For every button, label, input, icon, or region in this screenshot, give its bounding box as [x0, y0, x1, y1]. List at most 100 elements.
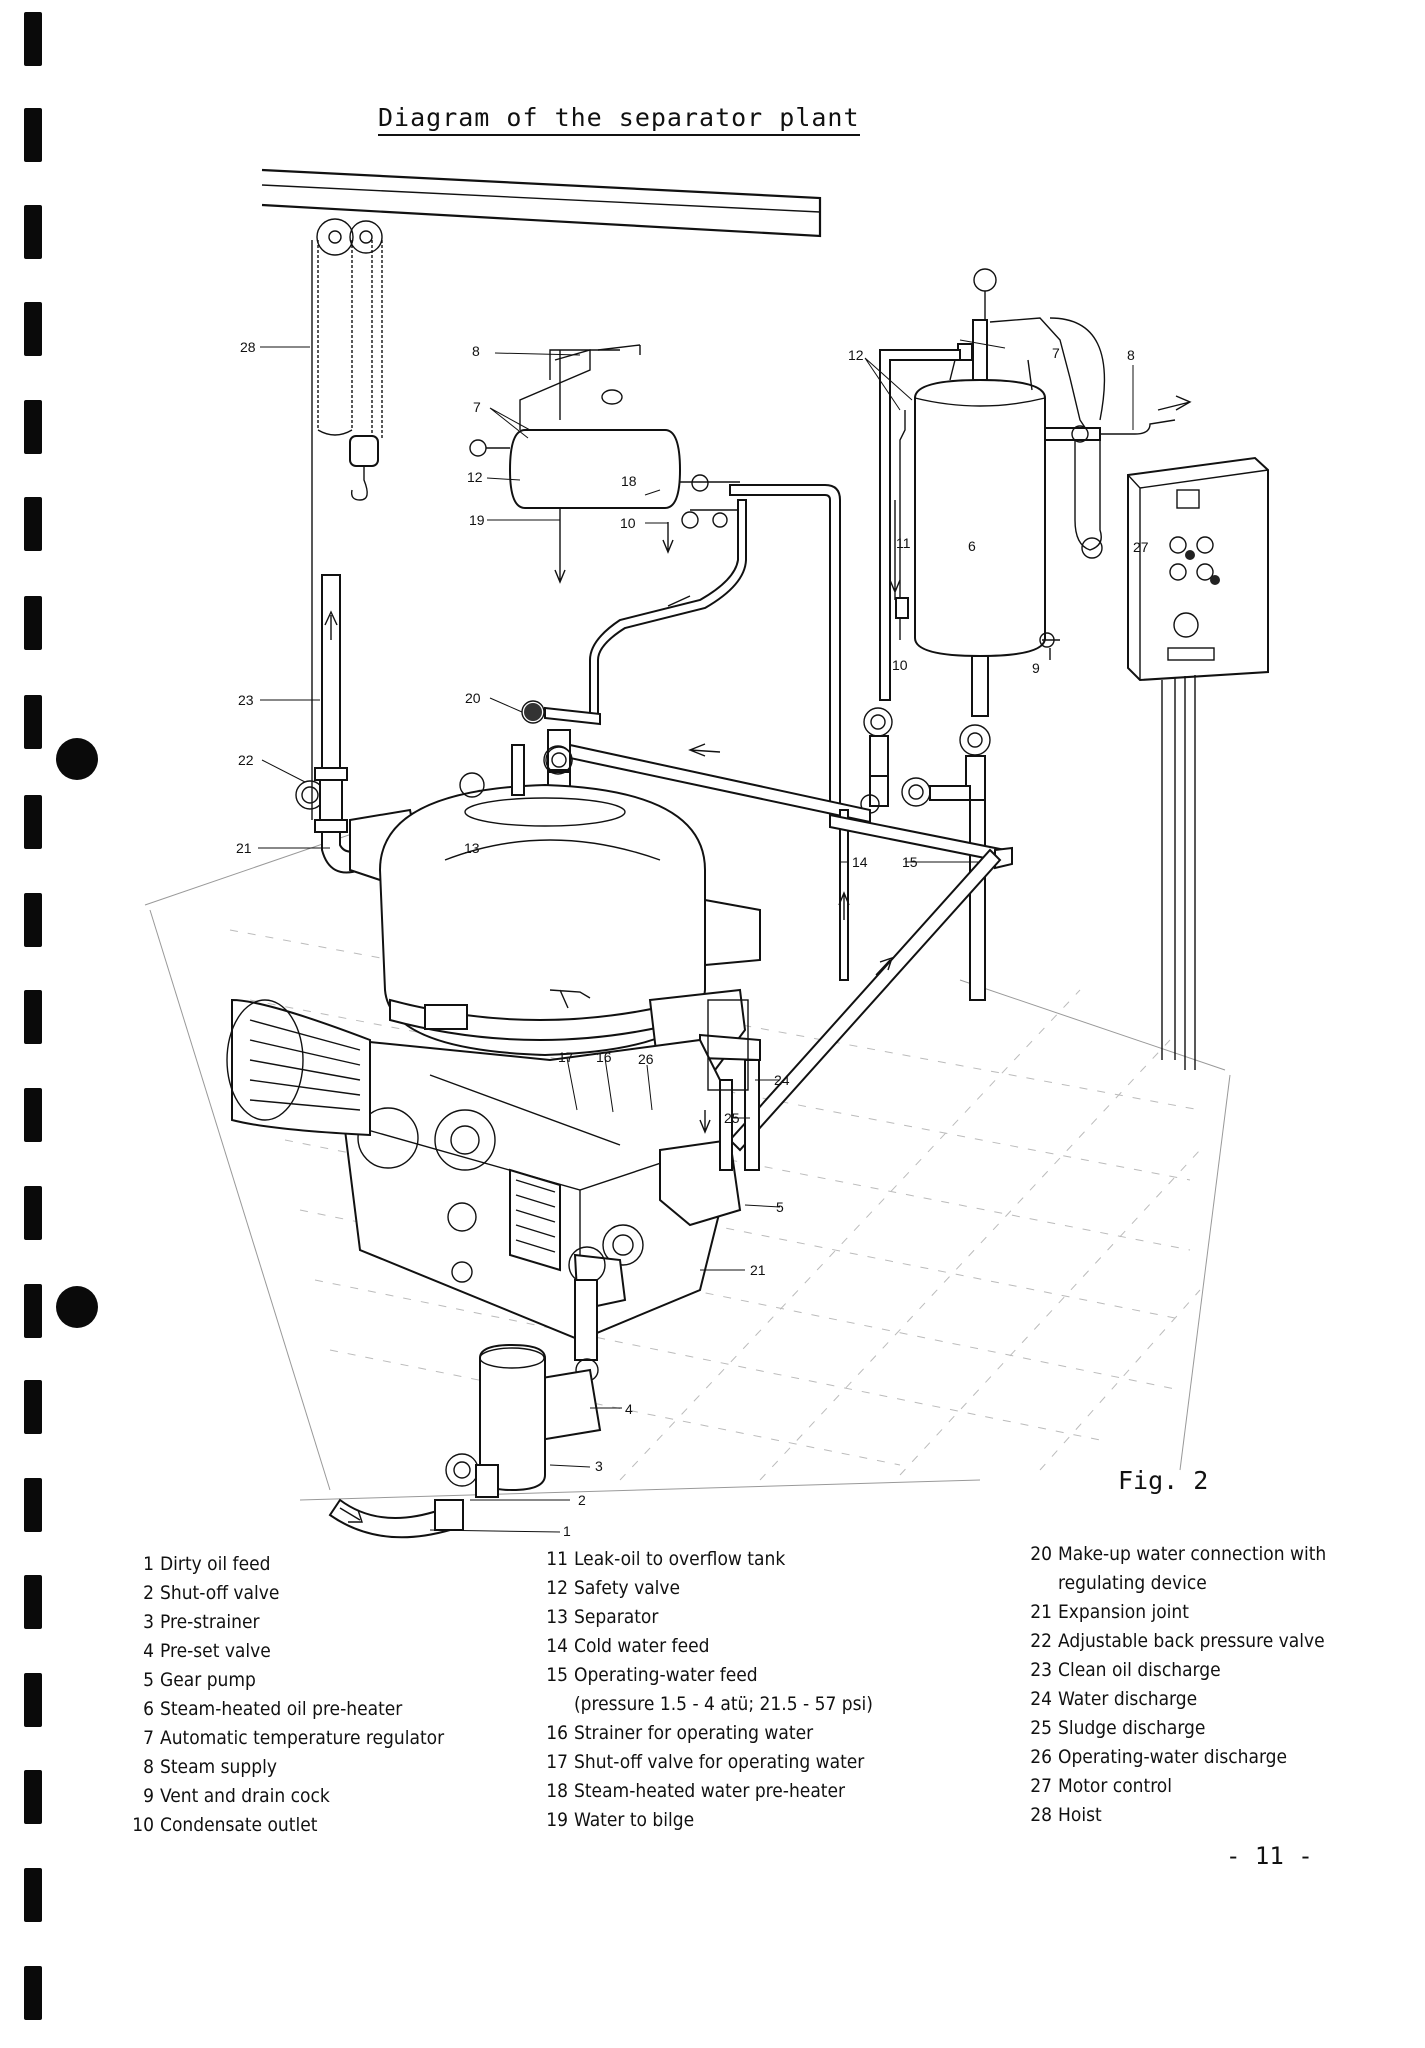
binding-slot — [24, 497, 42, 551]
callout: 8 — [472, 343, 480, 359]
binding-slot — [24, 596, 42, 650]
callout: 21 — [750, 1262, 766, 1278]
callout: 12 — [848, 347, 864, 363]
punch-hole — [56, 738, 98, 780]
motor-control-cabinet — [1127, 456, 1269, 1070]
callout: 19 — [469, 512, 485, 528]
binding-slot — [24, 1478, 42, 1532]
callout: 12 — [467, 469, 483, 485]
punch-hole — [56, 1286, 98, 1328]
binding-slot — [24, 205, 42, 259]
binding-slot — [24, 1284, 42, 1338]
callout: 9 — [1032, 660, 1040, 676]
binding-margin — [0, 0, 110, 2048]
callout: 24 — [774, 1072, 790, 1088]
binding-slot — [24, 108, 42, 162]
binding-slot — [24, 893, 42, 947]
separator — [349, 744, 761, 1092]
binding-slot — [24, 302, 42, 356]
legend-item-continuation: (pressure 1.5 - 4 atü; 21.5 - 57 psi) — [574, 1693, 873, 1715]
binding-slot — [24, 1770, 42, 1824]
page-title: Diagram of the separator plant — [378, 103, 860, 136]
callout: 10 — [620, 515, 636, 531]
callout: 26 — [638, 1051, 654, 1067]
callout: 22 — [238, 752, 254, 768]
leader-lines — [258, 339, 1134, 1533]
callout: 11 — [896, 535, 911, 551]
legend-item-continuation: regulating device — [1058, 1572, 1207, 1594]
water-preheater — [469, 344, 841, 811]
binding-slot — [24, 1868, 42, 1922]
callout: 20 — [465, 690, 481, 706]
callout: 6 — [968, 538, 976, 554]
callout: 28 — [240, 339, 256, 355]
callout: 7 — [1052, 345, 1060, 361]
binding-slot — [24, 1966, 42, 2020]
binding-slot — [24, 695, 42, 749]
callout: 21 — [236, 840, 252, 856]
callout: 25 — [724, 1110, 740, 1126]
binding-slot — [24, 990, 42, 1044]
binding-slot — [24, 400, 42, 454]
callout: 13 — [464, 840, 480, 856]
binding-slot — [24, 12, 42, 66]
figure-label: Fig. 2 — [1118, 1466, 1209, 1495]
binding-slot — [24, 1380, 42, 1434]
callout: 18 — [621, 473, 637, 489]
pre-strainer — [328, 1343, 546, 1539]
binding-slot — [24, 1673, 42, 1727]
callout: 3 — [595, 1458, 603, 1474]
callout: 27 — [1133, 539, 1149, 555]
discharge-pipes — [699, 999, 760, 1171]
hoist — [261, 168, 822, 820]
page-number: - 11 - — [1226, 1842, 1313, 1870]
callout: 17 — [558, 1049, 574, 1065]
callout: 15 — [902, 854, 918, 870]
callout: 5 — [776, 1199, 784, 1215]
binding-slot — [24, 1088, 42, 1142]
callout: 7 — [473, 399, 481, 415]
callout: 4 — [625, 1401, 633, 1417]
callout: 23 — [238, 692, 254, 708]
binding-slot — [24, 1575, 42, 1629]
clean-oil-discharge-pipe — [295, 574, 361, 874]
binding-slot — [24, 795, 42, 849]
callout: 8 — [1127, 347, 1135, 363]
binding-slot — [24, 1186, 42, 1240]
callout: 1 — [563, 1523, 571, 1539]
callout-labels: 28 8 7 12 18 19 10 12 7 8 11 6 10 9 27 2… — [236, 339, 1149, 1539]
callout: 2 — [578, 1492, 586, 1508]
oil-preheater — [569, 268, 1192, 1152]
callout: 10 — [892, 657, 908, 673]
drive-housing — [226, 998, 732, 1342]
